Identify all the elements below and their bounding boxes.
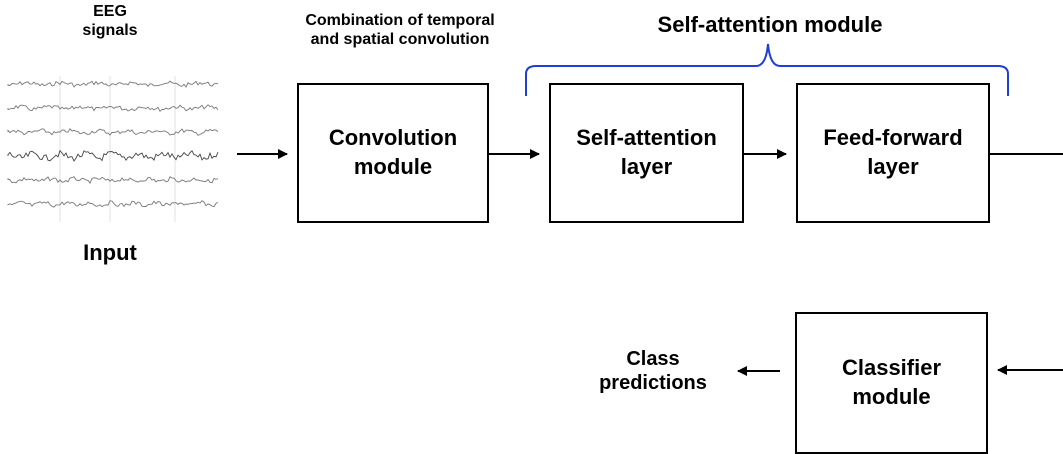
self-attention-layer-label: Self-attention layer: [576, 125, 717, 179]
input-caption: Input: [83, 240, 137, 265]
class-predictions-label: Class predictions: [599, 348, 707, 394]
classifier-module-label: Classifier module: [841, 355, 942, 409]
classifier-module-box: Classifier module: [795, 312, 988, 454]
feed-forward-layer-label: Feed-forward layer: [823, 125, 963, 179]
convolution-module-box: Convolution module: [297, 83, 489, 223]
convolution-caption: Combination of temporal and spatial conv…: [305, 12, 495, 49]
eeg-signals-label: EEG signals: [82, 3, 138, 40]
self-attention-module-label: Self-attention module: [657, 12, 883, 37]
convolution-module-label: Convolution module: [328, 125, 458, 179]
self-attention-bracket: [525, 43, 1009, 96]
feed-forward-layer-box: Feed-forward layer: [796, 83, 990, 223]
self-attention-layer-box: Self-attention layer: [549, 83, 744, 223]
